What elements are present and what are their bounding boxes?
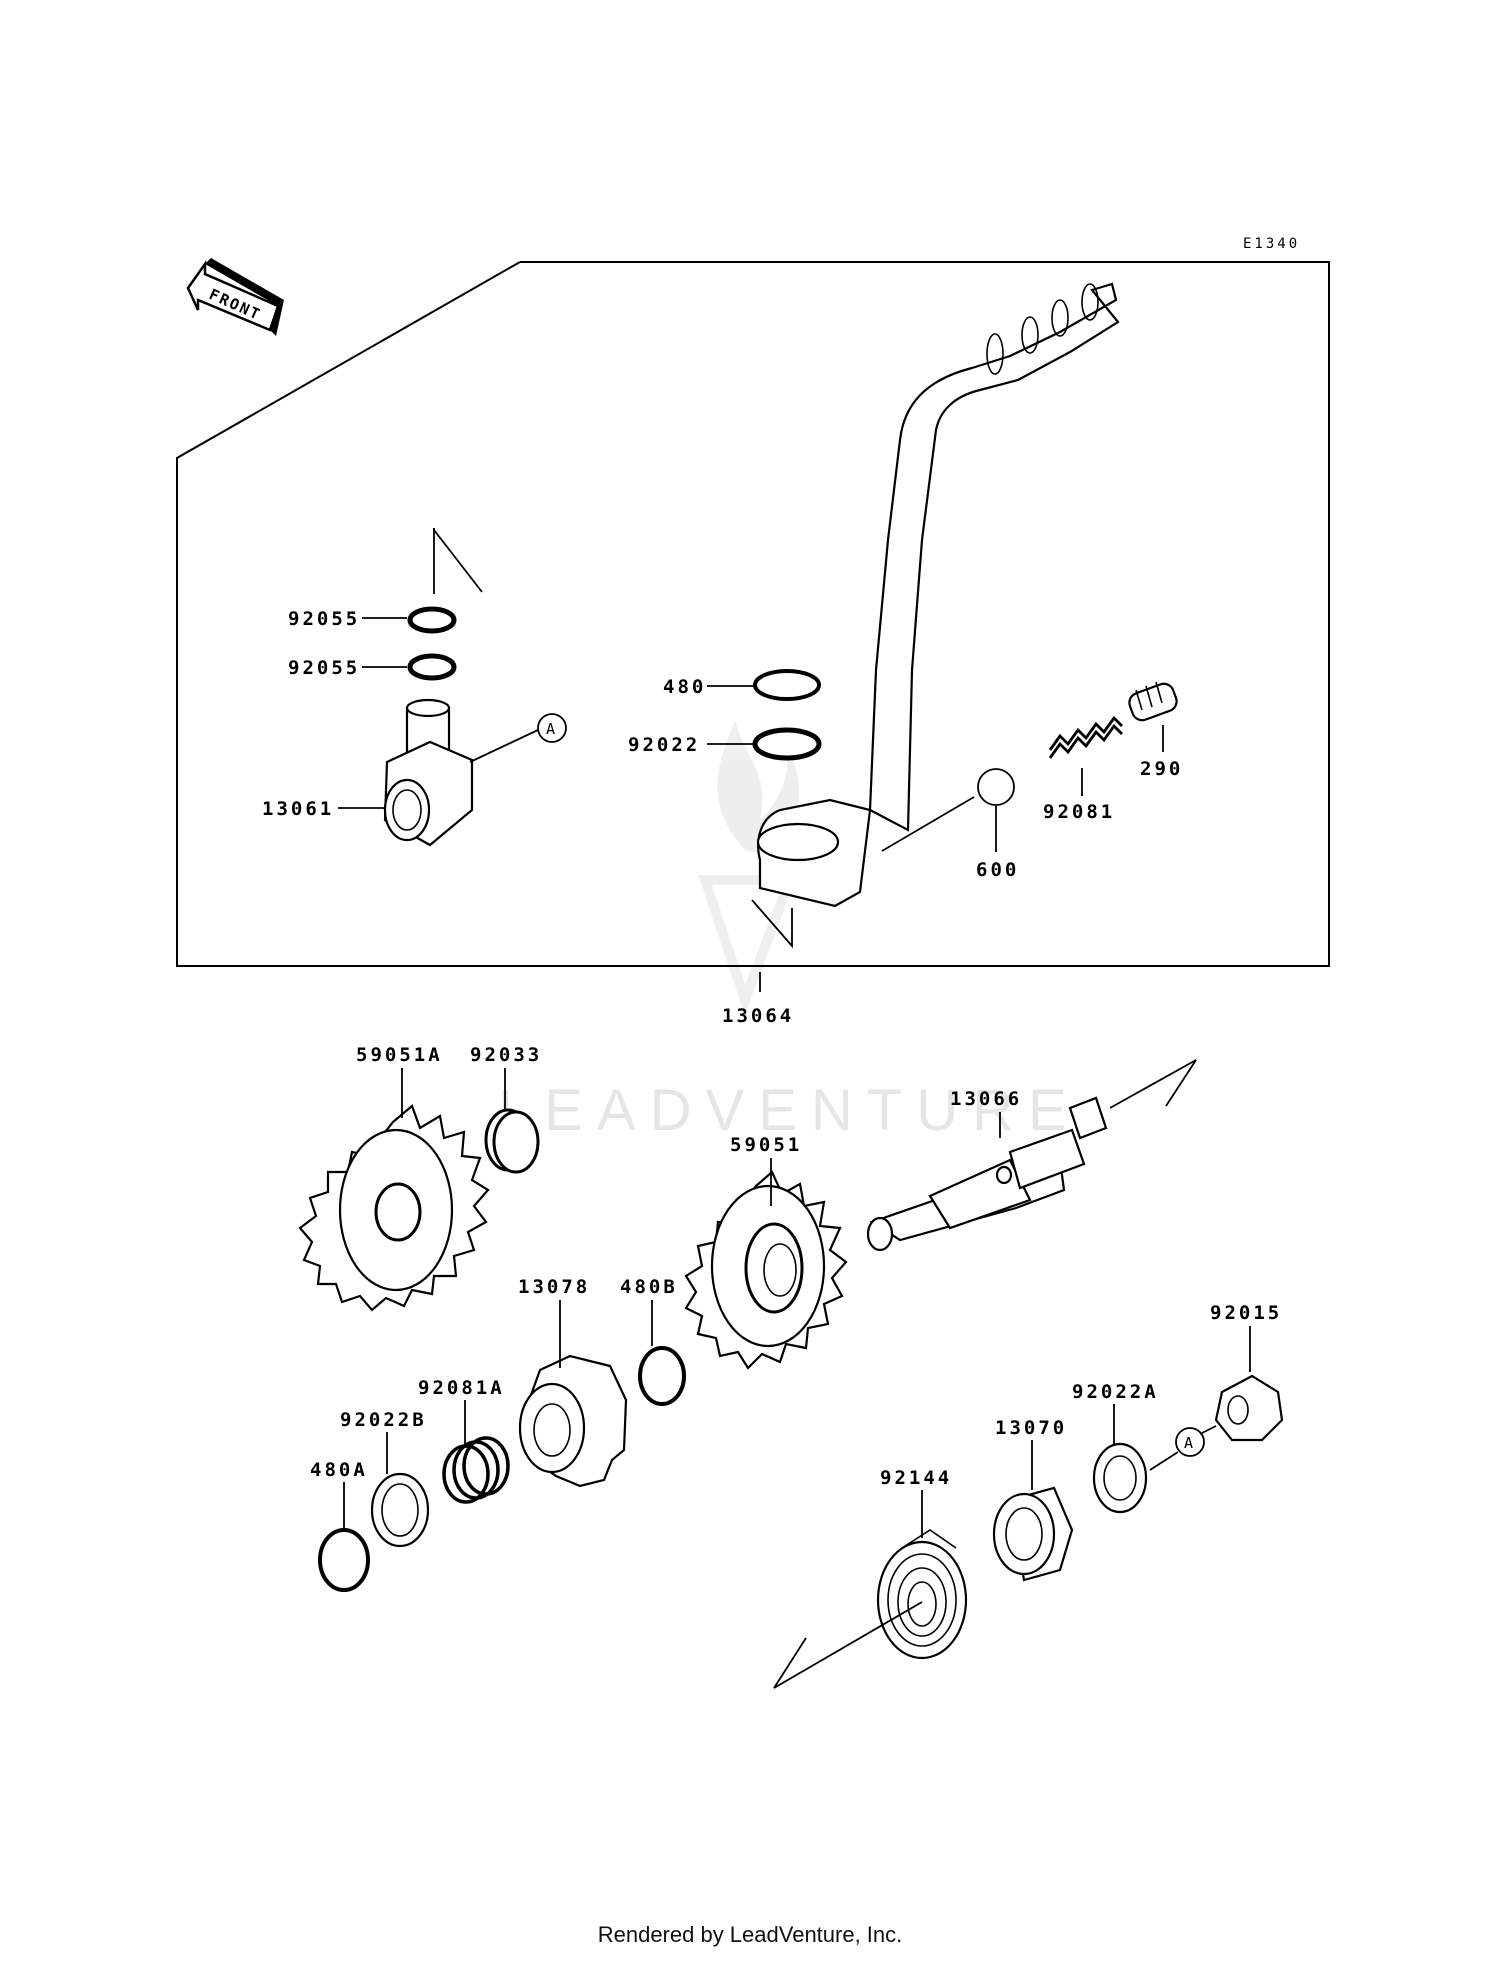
- label-290: 290: [1140, 758, 1183, 780]
- callout-a-upper: [537, 713, 567, 743]
- part-480a-circlip: [318, 1528, 370, 1592]
- part-13078-ratchet: [518, 1354, 628, 1488]
- callout-a-lower-label: A: [1184, 1434, 1193, 1452]
- footer-credit: Rendered by LeadVenture, Inc.: [597, 1922, 903, 1947]
- label-480b: 480B: [620, 1276, 678, 1298]
- label-92022a: 92022A: [1072, 1381, 1159, 1403]
- front-arrow-icon: FRONT: [186, 258, 284, 336]
- label-13066: 13066: [950, 1088, 1022, 1110]
- callout-a-lower: [1175, 1427, 1205, 1457]
- label-92055-lower: 92055: [288, 657, 360, 679]
- assembly-box: [176, 261, 1330, 967]
- part-92144-spring: [876, 1529, 968, 1660]
- label-92055-upper: 92055: [288, 608, 360, 630]
- part-600-ball: [977, 768, 1015, 806]
- label-13078: 13078: [518, 1276, 590, 1298]
- part-480b-circlip: [638, 1346, 686, 1406]
- label-92022: 92022: [628, 734, 700, 756]
- label-92033: 92033: [470, 1044, 542, 1066]
- part-92081-spring: [1048, 715, 1123, 759]
- label-600: 600: [976, 859, 1019, 881]
- label-92144: 92144: [880, 1467, 952, 1489]
- part-13064-kick-lever: [756, 282, 1120, 908]
- part-13066-shaft: [866, 1096, 1108, 1252]
- part-59051a-gear: [298, 1104, 490, 1312]
- label-59051a: 59051A: [356, 1044, 443, 1066]
- watermark-text: LEADVENTURE: [498, 1078, 1081, 1143]
- label-13070: 13070: [995, 1417, 1067, 1439]
- label-13061: 13061: [262, 798, 334, 820]
- label-480a: 480A: [310, 1459, 368, 1481]
- label-13064: 13064: [722, 1005, 794, 1027]
- part-92033-collar: [484, 1108, 540, 1174]
- label-92015: 92015: [1210, 1302, 1282, 1324]
- part-92015-nut: [1214, 1374, 1284, 1442]
- part-13070-guide: [992, 1486, 1074, 1582]
- label-92081a: 92081A: [418, 1377, 505, 1399]
- part-92081a-spring: [442, 1436, 510, 1504]
- part-59051-gear: [684, 1170, 848, 1370]
- part-13061: [383, 698, 474, 847]
- part-92022b-washer: [370, 1472, 430, 1548]
- part-92022a-washer: [1092, 1442, 1148, 1514]
- part-290-spring: [1128, 681, 1178, 722]
- diagram-code: E1340: [1243, 236, 1300, 252]
- label-92081: 92081: [1043, 801, 1115, 823]
- label-59051: 59051: [730, 1134, 802, 1156]
- label-480: 480: [663, 676, 706, 698]
- callout-a-upper-label: A: [546, 720, 555, 738]
- label-92022b: 92022B: [340, 1409, 427, 1431]
